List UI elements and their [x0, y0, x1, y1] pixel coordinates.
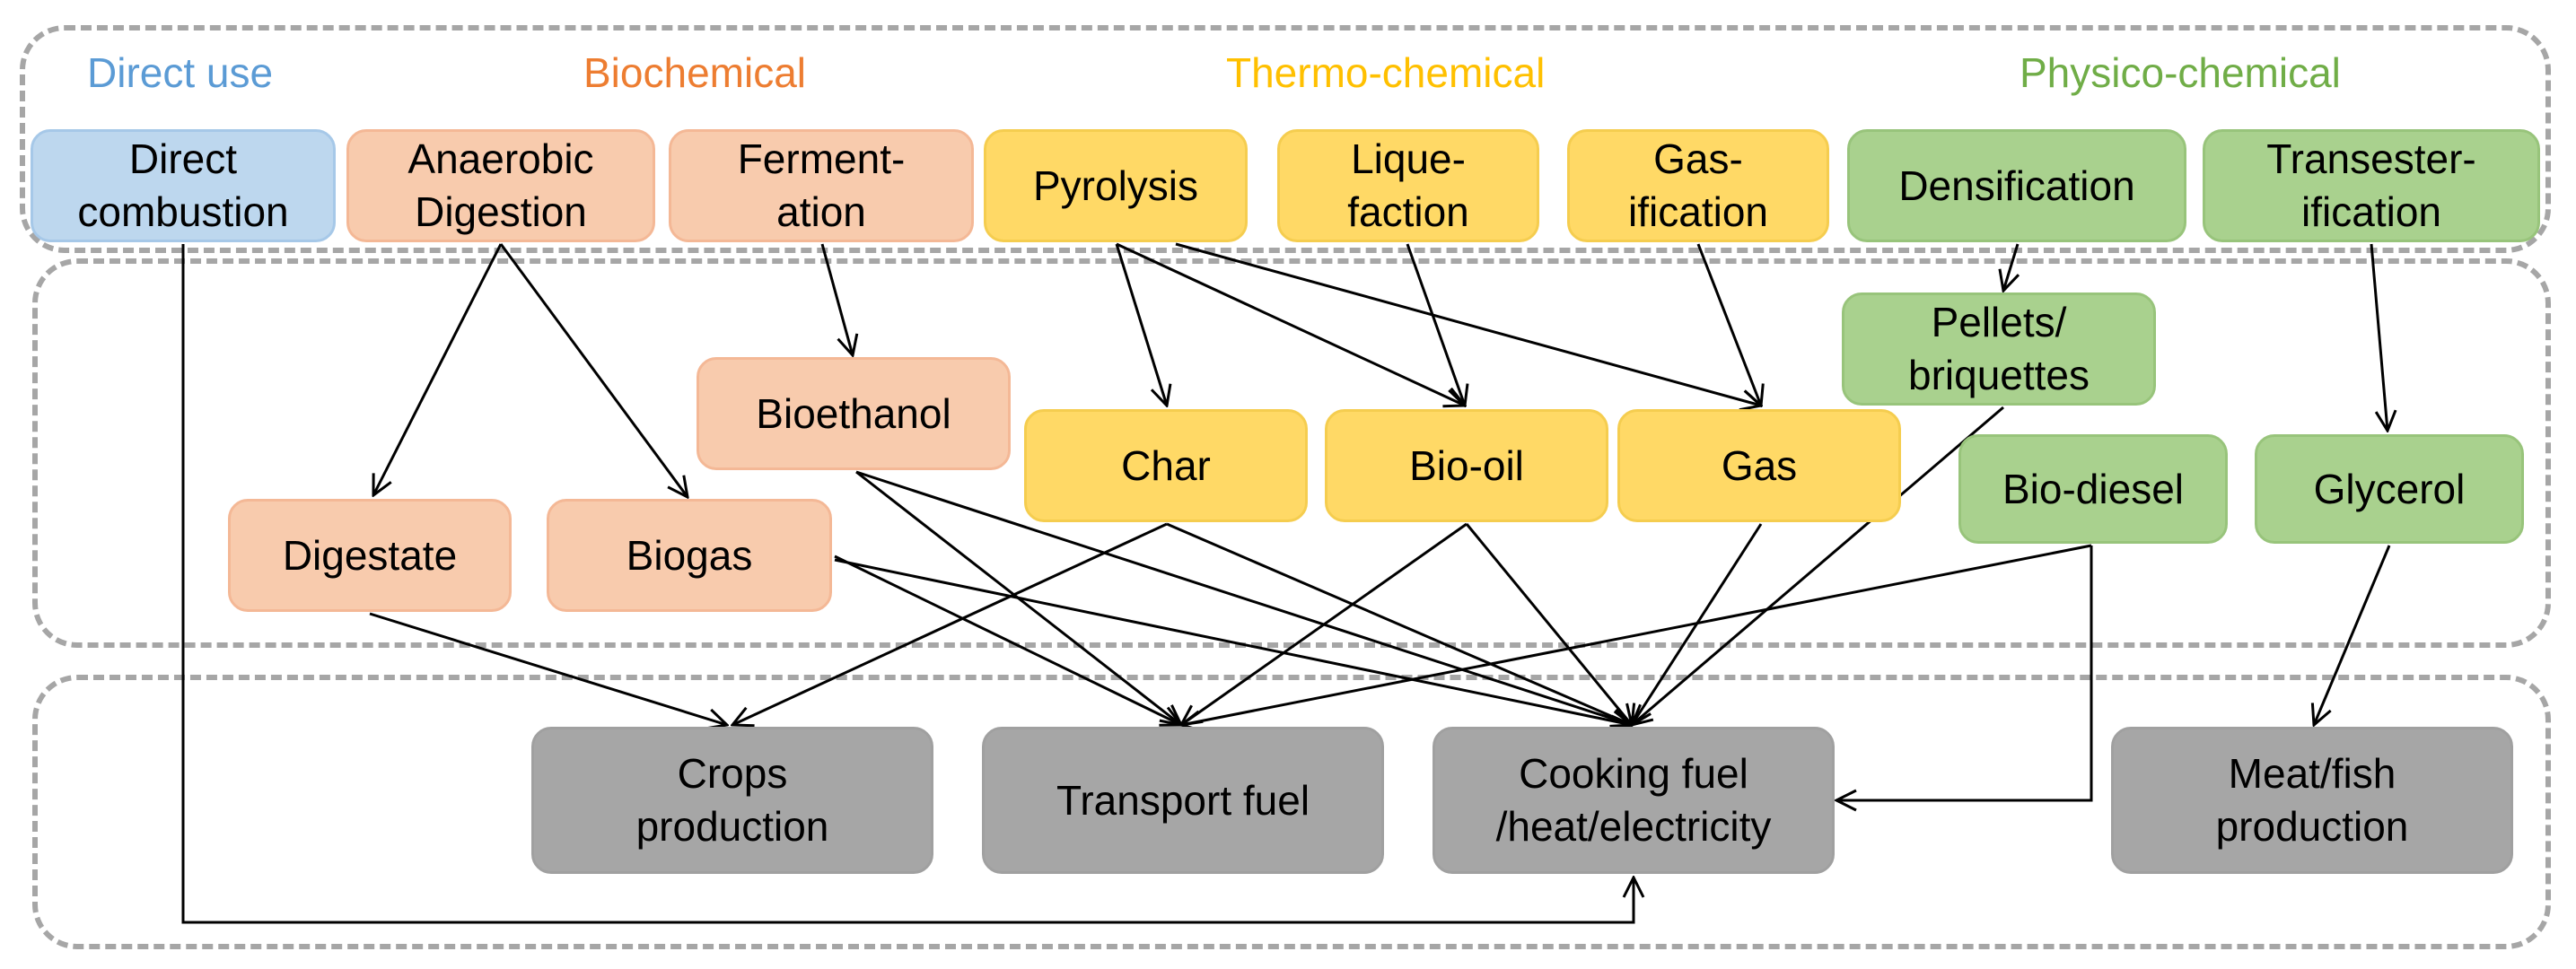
- arrow-pyrolysis-to-char: [1115, 243, 1167, 406]
- node-glycerol: Glycerol: [2255, 434, 2524, 544]
- arrow-digestate-to-crops: [369, 612, 727, 725]
- node-fermentation: Ferment- ation: [669, 129, 974, 242]
- arrow-glycerol-to-meat: [2314, 545, 2391, 725]
- category-thermo-chemical: Thermo-chemical: [1226, 49, 1546, 96]
- node-pyrolysis: Pyrolysis: [984, 129, 1248, 242]
- arrow-bio-diesel-to-cooking: [1836, 546, 2093, 800]
- node-anaerobic-digestion: Anaerobic Digestion: [346, 129, 655, 242]
- arrow-bio-oil-to-transport: [1181, 522, 1468, 725]
- node-liquefaction: Lique- faction: [1277, 129, 1539, 242]
- node-char: Char: [1024, 409, 1308, 522]
- node-digestate: Digestate: [228, 499, 512, 612]
- arrow-bio-diesel-to-transport: [1181, 544, 2092, 725]
- node-gas: Gas: [1617, 409, 1901, 522]
- arrow-biogas-to-transport: [834, 554, 1181, 725]
- node-direct-combustion: Direct combustion: [31, 129, 336, 242]
- node-transesterification: Transester- ification: [2203, 129, 2540, 242]
- arrow-char-to-cooking: [1166, 522, 1632, 725]
- node-pellets-briquettes: Pellets/ briquettes: [1842, 292, 2156, 406]
- arrow-fermentation-to-bioethanol: [820, 243, 853, 355]
- node-gasification: Gas- ification: [1567, 129, 1829, 242]
- arrow-pyrolysis-to-bio-oil: [1116, 242, 1465, 406]
- node-crops-production: Crops production: [531, 727, 933, 874]
- arrow-pyrolysis-to-gas: [1175, 242, 1761, 406]
- arrow-bio-oil-to-cooking: [1465, 523, 1632, 725]
- category-direct-use: Direct use: [87, 49, 274, 96]
- arrow-densification-to-pellets: [2003, 243, 2018, 291]
- node-meat-fish-production: Meat/fish production: [2111, 727, 2513, 874]
- end-uses-frame: [32, 675, 2551, 949]
- arrow-bioethanol-to-transport: [855, 470, 1181, 725]
- node-biogas: Biogas: [547, 499, 832, 612]
- arrow-liquefaction-to-bio-oil: [1406, 243, 1465, 406]
- node-densification: Densification: [1847, 129, 2186, 242]
- node-bio-oil: Bio-oil: [1325, 409, 1608, 522]
- conversion-routes-frame: [20, 25, 2551, 253]
- arrow-pellets-to-cooking: [1632, 406, 2004, 725]
- category-physico-chemical: Physico-chemical: [2020, 49, 2341, 96]
- node-cooking-fuel-heat-electricity: Cooking fuel /heat/electricity: [1433, 727, 1835, 874]
- arrow-direct-combustion-to-cooking: [181, 244, 1634, 924]
- node-bio-diesel: Bio-diesel: [1958, 434, 2228, 544]
- category-biochemical: Biochemical: [583, 49, 806, 96]
- arrow-char-to-crops: [732, 522, 1168, 725]
- arrow-bioethanol-to-cooking: [855, 470, 1632, 725]
- node-transport-fuel: Transport fuel: [982, 727, 1384, 874]
- arrow-gasification-to-gas: [1696, 243, 1761, 406]
- arrow-transesterification-to-glycerol: [2370, 243, 2388, 431]
- intermediate-products-frame: [32, 258, 2551, 648]
- arrow-anaerobic-digestion-to-digestate: [373, 243, 503, 495]
- node-bioethanol: Bioethanol: [697, 357, 1011, 470]
- arrow-anaerobic-digestion-to-biogas: [499, 243, 688, 497]
- arrow-biogas-to-cooking: [834, 558, 1632, 725]
